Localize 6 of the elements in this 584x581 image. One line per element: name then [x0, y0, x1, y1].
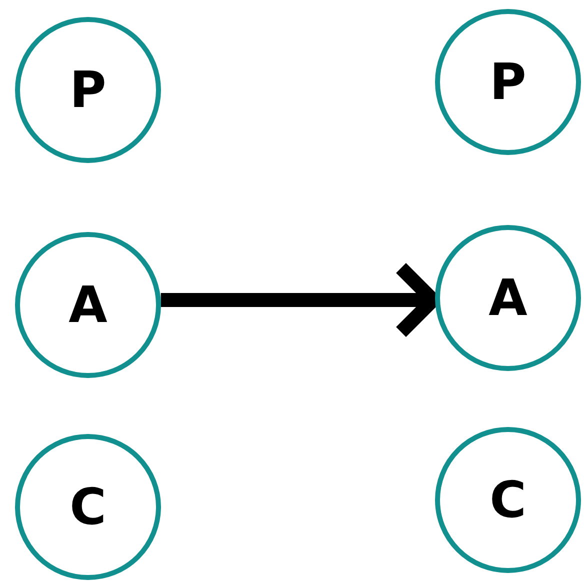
node-letter: C	[70, 482, 106, 532]
node-letter: C	[490, 475, 526, 525]
node-letter: P	[70, 65, 106, 115]
node-letter: A	[68, 280, 108, 330]
node-letter: A	[488, 273, 528, 323]
node-letter: P	[490, 57, 526, 107]
